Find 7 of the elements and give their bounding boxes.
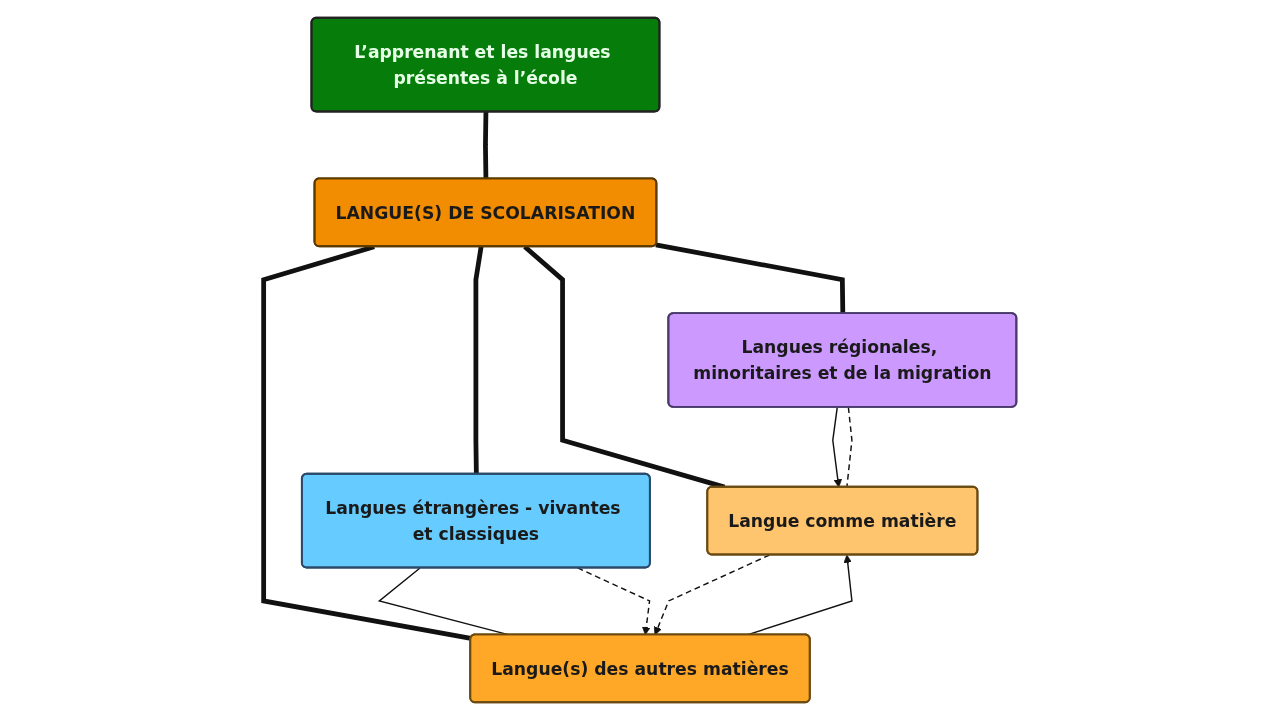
connector	[473, 246, 484, 475]
connector	[483, 111, 489, 179]
connector	[655, 242, 846, 314]
arrow	[576, 567, 651, 636]
arrow	[832, 406, 842, 488]
connector	[846, 406, 853, 488]
arrow	[653, 554, 771, 636]
